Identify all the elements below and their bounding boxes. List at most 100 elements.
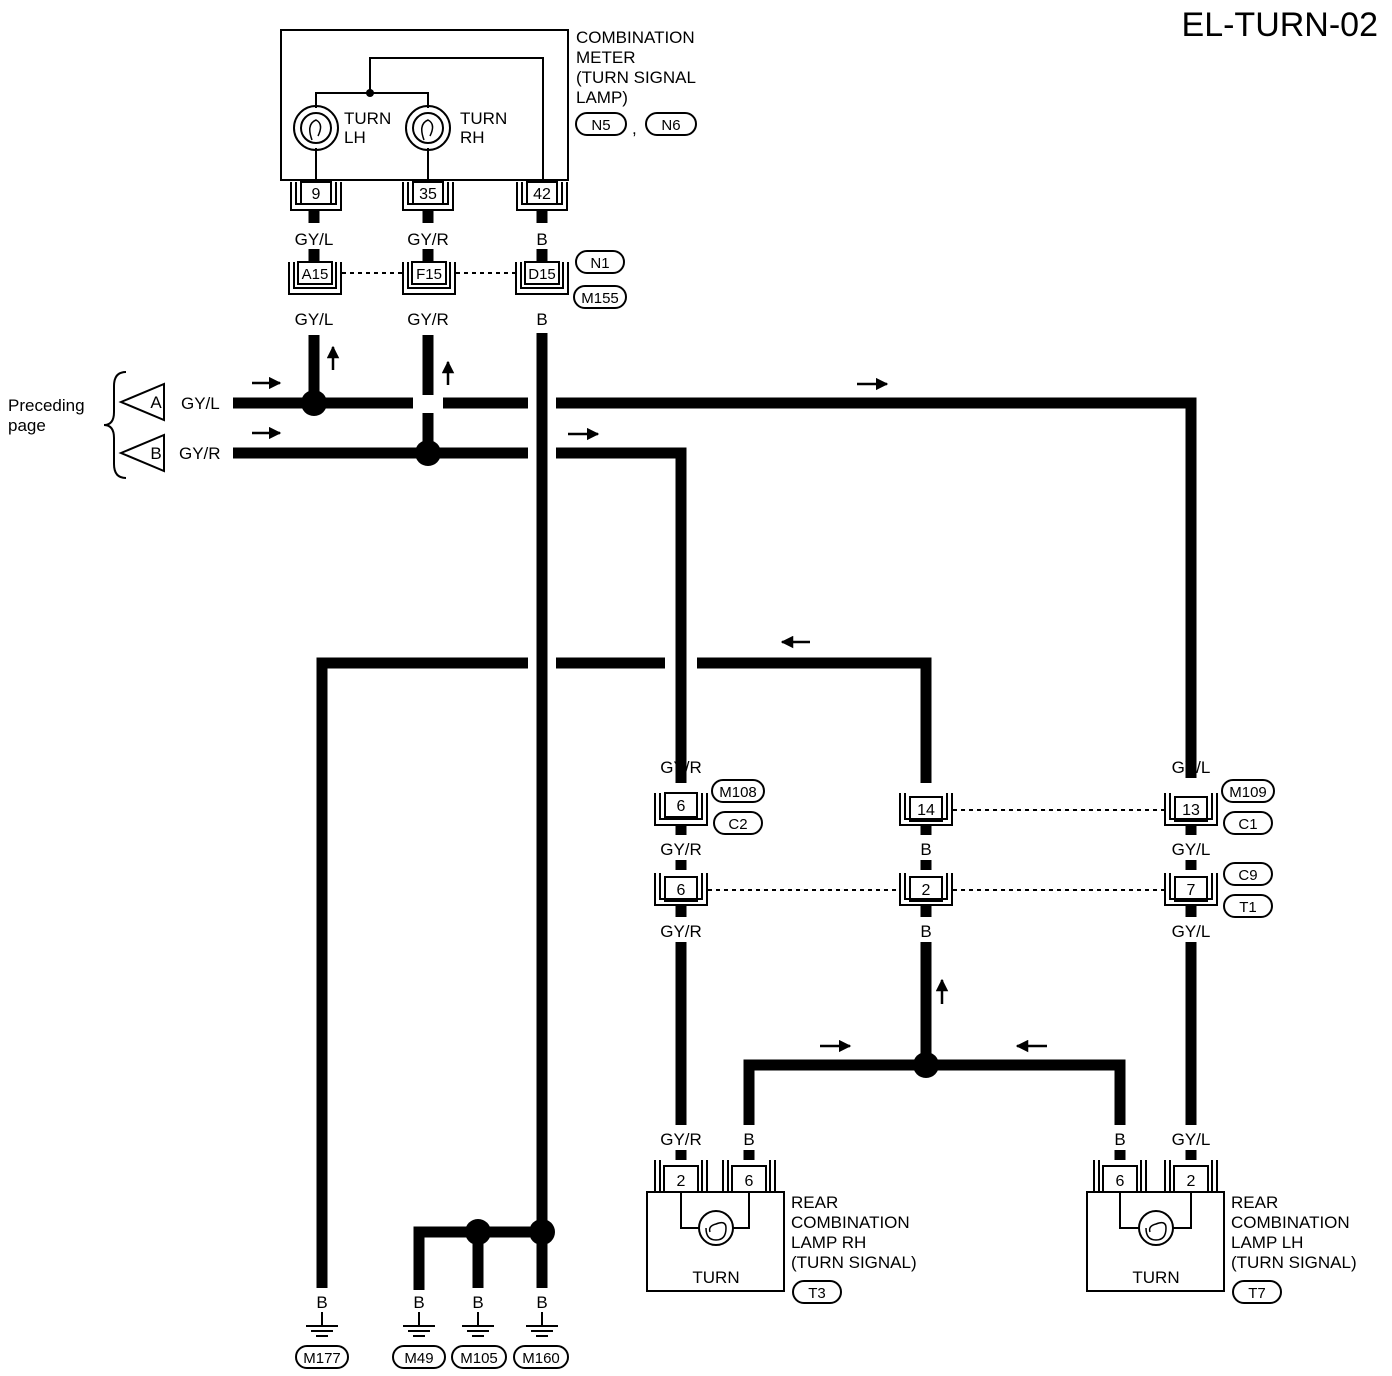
preceding-label-2: page [8,416,46,435]
ground-tag-m105: M105 [460,1350,498,1367]
ground-icon [403,1312,435,1337]
wire-label-b-1: B [536,230,547,249]
joint-pin-d15: D15 [528,266,556,283]
meter-pin-42: 42 [533,186,551,203]
wire-label-gyl-1: GY/L [295,230,334,249]
offpage-b-icon [118,433,165,473]
wire-label-b-lh: B [1114,1130,1125,1149]
wire-label-b-2: B [536,310,547,329]
turn-lh-bulb-icon [293,105,339,151]
wire-label-gyl-lh: GY/L [1172,1130,1211,1149]
connector-pin-6-lower: 6 [677,882,686,899]
wire-label-b-m1: B [920,758,931,777]
harness-connectors: GY/R B GY/L 6 14 13 M108 C2 M109 C1 GY/R… [654,758,1275,941]
rear-lamp-lh: 6 2 TURN REAR COMBINATION LAMP LH (TURN … [1086,1160,1357,1304]
connector-tag-c9: C9 [1238,867,1257,884]
meter-caption-line-2: METER [576,48,636,67]
offpage-b-label: B [150,444,161,463]
ground-icon [526,1312,558,1337]
wire-label-b-m2: B [920,840,931,859]
rh-lamp-pin-2: 2 [677,1173,686,1190]
wire-label-b-g1: B [316,1293,327,1312]
turn-rh-bulb-icon [405,105,451,151]
turn-lh-label-2: LH [344,128,366,147]
lh-lamp-turn-label: TURN [1132,1268,1179,1287]
joint-pin-a15: A15 [302,266,329,283]
ground-tag-m49: M49 [404,1350,433,1367]
preceding-page: Preceding page A B GY/L GY/R [8,371,221,479]
wire-label-b-m3: B [920,922,931,941]
wire-label-gyl-2: GY/L [295,310,334,329]
wire-label-b-rh: B [743,1130,754,1149]
rh-lamp-pin-6: 6 [745,1173,754,1190]
lh-lamp-caption-2: COMBINATION [1231,1213,1350,1232]
joint-pin-f15: F15 [416,266,442,283]
connector-tag-m109: M109 [1229,784,1267,801]
wire-label-gyr-2: GY/R [407,310,449,329]
connector-tag-t3: T3 [808,1285,826,1302]
lh-lamp-caption-3: LAMP LH [1231,1233,1303,1252]
splice-points [301,390,939,1245]
wire-label-b-g4: B [536,1293,547,1312]
rh-lamp-caption-2: COMBINATION [791,1213,910,1232]
wire-label-gyr-b: GY/R [179,444,221,463]
harness-wires [233,333,1197,1290]
offpage-a-label: A [150,393,162,412]
rh-lamp-caption-3: LAMP RH [791,1233,866,1252]
meter-stub-wires [308,211,548,223]
connector-pin-14: 14 [917,802,935,819]
wire-label-b-g2: B [413,1293,424,1312]
connector-tag-m108: M108 [719,784,757,801]
meter-caption-line-3: (TURN SIGNAL [576,68,696,87]
wire-label-gyr-rh: GY/R [660,1130,702,1149]
connector-tag-t7: T7 [1248,1285,1266,1302]
connector-pin-13: 13 [1182,802,1200,819]
lh-lamp-pin-6: 6 [1116,1173,1125,1190]
lh-lamp-bulb-icon [1138,1210,1174,1246]
connector-separator: , [632,119,637,138]
wire-label-b-g3: B [472,1293,483,1312]
lh-lamp-caption-4: (TURN SIGNAL) [1231,1253,1357,1272]
wire-label-gyl-m1: GY/L [1172,758,1211,777]
connector-pin-2-lower: 2 [922,882,931,899]
rear-lamp-rh: 2 6 TURN REAR COMBINATION LAMP RH (TURN … [646,1160,917,1304]
ground-icon [306,1312,338,1337]
splice-gyl [301,390,327,416]
turn-rh-label-1: TURN [460,109,507,128]
combination-meter-caption: COMBINATION METER (TURN SIGNAL LAMP) N5 … [575,28,697,138]
wire-label-gyr-m1: GY/R [660,758,702,777]
meter-caption-line-1: COMBINATION [576,28,695,47]
ground-icon [462,1312,494,1337]
turn-lh-label-1: TURN [344,109,391,128]
grounds: B B B B M177 M49 [295,1293,569,1369]
joint-stub-wires [308,249,548,262]
connector-pin-6-upper: 6 [677,798,686,815]
rh-lamp-turn-label: TURN [692,1268,739,1287]
current-flow-arrows [252,345,1047,1053]
diagram-title: EL-TURN-02 [1182,6,1378,44]
ground-tag-m177: M177 [303,1350,341,1367]
meter-pin-9: 9 [312,186,321,203]
rh-lamp-bulb-icon [698,1210,734,1246]
offpage-a-icon [118,382,165,422]
connector-tag-n1: N1 [590,255,609,272]
splice-gyr [415,440,441,466]
connector-tag-c2: C2 [728,816,747,833]
rh-lamp-caption-1: REAR [791,1193,838,1212]
connector-tag-c1: C1 [1238,816,1257,833]
lamp-stub-wires [675,1150,1197,1160]
connector-tag-t1: T1 [1239,899,1257,916]
meter-caption-line-4: LAMP) [576,88,628,107]
lh-lamp-caption-1: REAR [1231,1193,1278,1212]
connector-tag-n5: N5 [591,117,610,134]
meter-pin-35: 35 [419,186,437,203]
splice-lamp-b [913,1052,939,1078]
wire-label-gyr-m2: GY/R [660,840,702,859]
connector-tag-m155: M155 [581,290,619,307]
meter-pins: 9 35 42 [290,181,568,211]
combination-meter: TURN LH TURN RH [280,29,569,182]
wire-label-gyl-m3: GY/L [1172,922,1211,941]
splice-ground-1 [465,1219,491,1245]
rh-lamp-caption-4: (TURN SIGNAL) [791,1253,917,1272]
